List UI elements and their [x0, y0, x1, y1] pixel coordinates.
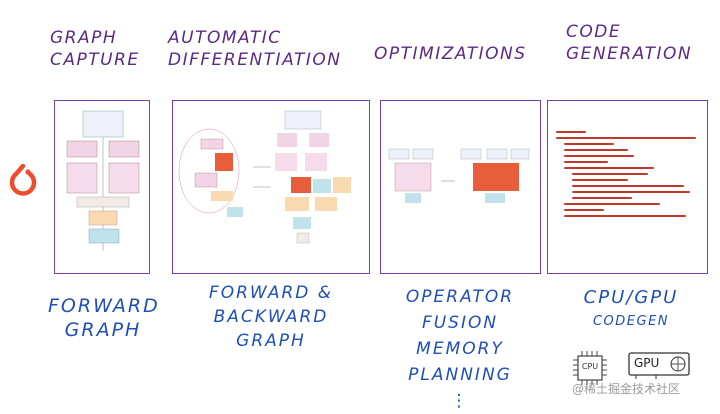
stage-caption-optimizations: OPERATOR FUSION MEMORY PLANNING ⋮ [405, 287, 515, 411]
stage-title-graph-capture: GRAPH CAPTURE [50, 28, 140, 70]
stage-caption-forward-backward-graph: FORWARD & BACKWARD GRAPH [208, 283, 334, 351]
gpu-card-icon: GPU [626, 350, 692, 380]
watermark: @稀土掘金技术社区 [572, 382, 681, 396]
forward-backward-graph-diagram [178, 110, 351, 244]
generated-code-listing [556, 131, 696, 221]
optimizations-panel [380, 100, 541, 274]
graph-capture-panel [54, 100, 150, 274]
cpu-label: CPU [581, 362, 599, 371]
pytorch-logo-icon [9, 163, 37, 196]
stage-title-automatic-differentiation: AUTOMATIC DIFFERENTIATION [168, 28, 342, 70]
stage-title-code-generation: CODE GENERATION [566, 22, 693, 64]
stage-title-optimizations: OPTIMIZATIONS [374, 44, 527, 64]
cpu-chip-icon: CPU [572, 350, 608, 386]
stage-caption-forward-graph: FORWARD GRAPH [48, 295, 160, 341]
forward-graph-diagram [66, 110, 140, 251]
gpu-label: GPU [634, 356, 660, 370]
autodiff-panel [172, 100, 370, 274]
stage-caption-codegen: CPU/GPU CODEGEN [583, 287, 679, 329]
code-generation-panel [547, 100, 708, 274]
operator-fusion-diagram [388, 148, 530, 203]
